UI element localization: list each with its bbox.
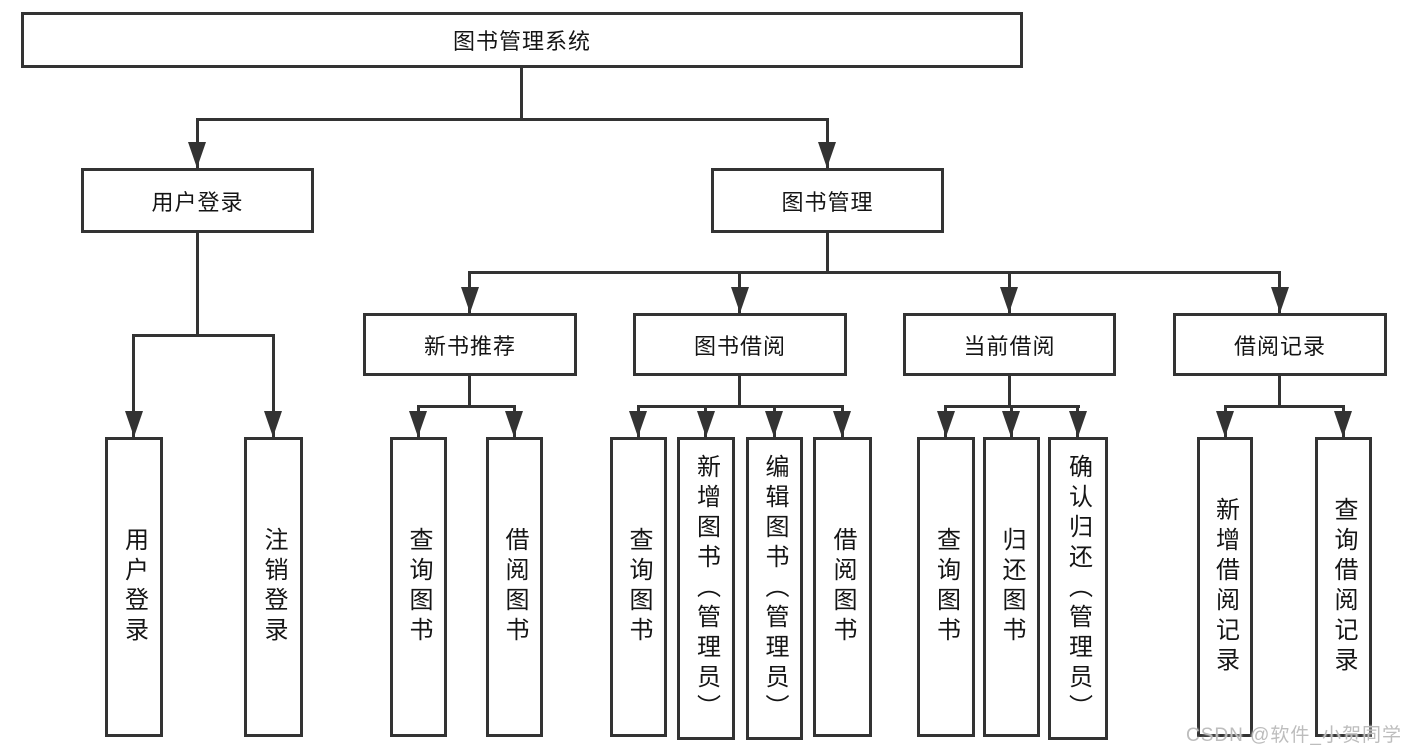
leaf-query-books-borrowing: 查询图书	[610, 437, 667, 737]
connector-borrow-drop	[738, 376, 741, 405]
arrow-down-icon	[1000, 287, 1018, 313]
leaf-query-borrow-record: 查询借阅记录	[1315, 437, 1372, 737]
connector-borrow-split	[637, 405, 844, 408]
leaf-label: 确认归还（管理员）	[1064, 453, 1092, 724]
leaf-logout: 注销登录	[244, 437, 303, 737]
node-book-borrowing: 图书借阅	[633, 313, 847, 376]
node-borrowing-records: 借阅记录	[1173, 313, 1387, 376]
arrow-down-icon	[765, 411, 783, 437]
leaf-add-books-admin: 新增图书（管理员）	[677, 437, 735, 740]
connector-book-mgmt-drop	[826, 233, 829, 274]
node-current-borrowing: 当前借阅	[903, 313, 1116, 376]
node-book-management: 图书管理	[711, 168, 944, 233]
node-label: 图书管理	[781, 189, 874, 215]
connector-to-leaf-logout	[272, 334, 275, 437]
arrow-down-icon	[125, 411, 143, 437]
connector-records-drop	[1278, 376, 1281, 405]
leaf-label: 借阅图书	[829, 527, 856, 647]
connector-records-split	[1224, 405, 1345, 408]
arrow-down-icon	[1069, 411, 1087, 437]
leaf-edit-books-admin: 编辑图书（管理员）	[746, 437, 803, 740]
leaf-label: 新增借阅记录	[1211, 497, 1239, 677]
node-label: 当前借阅	[963, 333, 1056, 359]
connector-new-rec-drop	[468, 376, 471, 405]
arrow-down-icon	[731, 287, 749, 313]
arrow-down-icon	[697, 411, 715, 437]
leaf-return-books: 归还图书	[983, 437, 1040, 737]
connector-user-login-split	[132, 334, 275, 337]
connector-to-leaf-user-login	[132, 334, 135, 437]
arrow-down-icon	[818, 142, 836, 168]
connector-level1-split	[196, 118, 829, 121]
arrow-down-icon	[1271, 287, 1289, 313]
node-label: 新书推荐	[423, 333, 516, 359]
connector-current-drop	[1008, 376, 1011, 405]
leaf-label: 新增图书（管理员）	[692, 453, 720, 724]
connector-root-drop	[520, 68, 523, 118]
arrow-down-icon	[188, 142, 206, 168]
node-label: 图书借阅	[693, 333, 786, 359]
csdn-watermark: CSDN @软件_小贺同学	[1186, 725, 1402, 746]
leaf-label: 查询图书	[932, 527, 960, 647]
leaf-add-borrow-record: 新增借阅记录	[1197, 437, 1253, 737]
leaf-label: 借阅图书	[501, 527, 528, 647]
connector-new-rec-split	[417, 405, 516, 408]
leaf-query-books-recommendation: 查询图书	[390, 437, 447, 737]
leaf-confirm-return-admin: 确认归还（管理员）	[1048, 437, 1108, 740]
leaf-label: 查询图书	[625, 527, 652, 647]
arrow-down-icon	[937, 411, 955, 437]
arrow-down-icon	[505, 411, 523, 437]
arrow-down-icon	[1216, 411, 1234, 437]
node-label: 图书管理系统	[452, 29, 591, 54]
leaf-label: 查询图书	[405, 527, 432, 647]
arrow-down-icon	[1002, 411, 1020, 437]
connector-book-mgmt-split	[468, 271, 1281, 274]
arrow-down-icon	[629, 411, 647, 437]
leaf-borrow-books-borrowing: 借阅图书	[813, 437, 872, 737]
node-label: 借阅记录	[1233, 333, 1326, 359]
leaf-query-books-current: 查询图书	[917, 437, 975, 737]
leaf-label: 查询借阅记录	[1330, 497, 1357, 677]
arrow-down-icon	[833, 411, 851, 437]
node-root-library-system: 图书管理系统	[21, 12, 1023, 68]
arrow-down-icon	[461, 287, 479, 313]
arrow-down-icon	[264, 411, 282, 437]
connector-user-login-drop	[196, 233, 199, 334]
leaf-label: 编辑图书（管理员）	[761, 453, 788, 724]
leaf-label: 注销登录	[260, 527, 287, 647]
node-label: 用户登录	[151, 189, 244, 215]
leaf-user-login: 用户登录	[105, 437, 163, 737]
arrow-down-icon	[1334, 411, 1352, 437]
node-new-book-recommendation: 新书推荐	[363, 313, 577, 376]
leaf-label: 归还图书	[998, 527, 1025, 647]
leaf-label: 用户登录	[120, 527, 148, 647]
node-user-login: 用户登录	[81, 168, 314, 233]
arrow-down-icon	[409, 411, 427, 437]
leaf-borrow-books-recommendation: 借阅图书	[486, 437, 543, 737]
